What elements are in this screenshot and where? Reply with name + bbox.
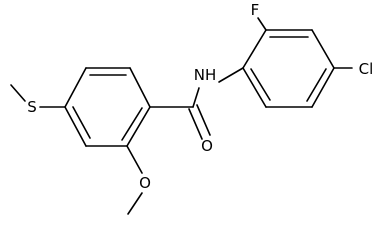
bond <box>126 106 151 147</box>
bond <box>192 87 200 108</box>
carbonyl-oxygen-label: O <box>201 137 213 155</box>
aromatic-double-bond <box>72 106 91 139</box>
aromatic-double-bond <box>306 68 327 102</box>
fluoro-substituent: F <box>251 1 267 31</box>
sulfur-atom-label: S <box>27 98 37 116</box>
bond <box>242 67 267 108</box>
carbonyl-double-bond <box>188 108 203 140</box>
carbonyl-double-bond <box>196 104 211 136</box>
methoxy-group: O <box>126 145 151 215</box>
bond <box>218 67 244 83</box>
aromatic-double-bond <box>250 68 271 101</box>
chlorine-atom-label: Cl <box>359 60 374 78</box>
molecule-structure: S O O NH F Cl <box>10 1 374 215</box>
chloro-substituent: Cl <box>333 60 374 78</box>
bond <box>64 67 87 108</box>
chlorofluorophenyl-ring <box>242 29 335 108</box>
bond <box>129 67 151 108</box>
amide-nh-label: NH <box>194 66 217 84</box>
bond <box>127 192 143 215</box>
bond <box>126 145 143 174</box>
methoxy-oxygen-label: O <box>139 174 151 192</box>
bond <box>64 106 87 147</box>
bond <box>10 84 26 102</box>
bond <box>257 17 267 31</box>
fluorine-atom-label: F <box>251 1 260 19</box>
bond <box>311 29 335 69</box>
methylthio-group: S <box>10 84 66 116</box>
amide-group: O NH <box>149 66 244 155</box>
bond <box>242 29 267 69</box>
aromatic-double-bond <box>121 107 143 141</box>
bond <box>311 67 335 108</box>
benzoyl-ring <box>64 67 151 147</box>
